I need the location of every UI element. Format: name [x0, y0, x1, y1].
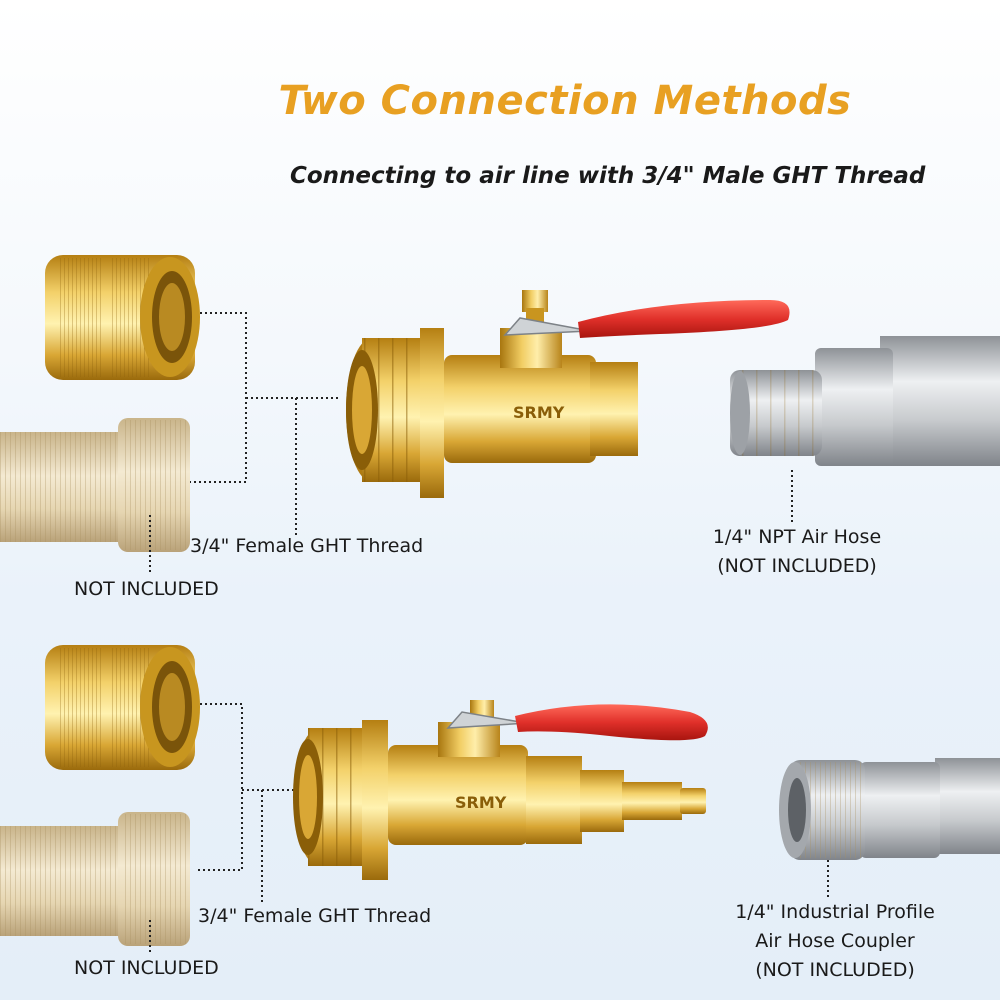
garden-hose-1	[0, 418, 190, 552]
not-included-label-2: NOT INCLUDED	[74, 957, 219, 979]
not-included-label-1: NOT INCLUDED	[74, 578, 219, 600]
ball-valve-2: SRMY	[293, 700, 708, 880]
npt-hose-label-line2: (NOT INCLUDED)	[717, 555, 877, 577]
valve-marking-1: SRMY	[513, 403, 565, 422]
npt-hose-label-line1: 1/4" NPT Air Hose	[712, 526, 882, 548]
female-thread-label-2: 3/4" Female GHT Thread	[198, 905, 432, 927]
page-title: Two Connection Methods	[278, 78, 852, 124]
coupler-label: 1/4" Industrial Profile Air Hose Coupler…	[730, 898, 940, 985]
coupler-label-line1: 1/4" Industrial Profile	[735, 901, 935, 923]
npt-air-hose	[730, 336, 1000, 466]
female-swivel-2	[45, 645, 200, 770]
garden-hose-2	[0, 812, 190, 946]
coupler-label-line3: (NOT INCLUDED)	[755, 959, 915, 981]
female-swivel-1	[45, 255, 200, 380]
industrial-coupler	[779, 758, 1000, 860]
npt-hose-label: 1/4" NPT Air Hose (NOT INCLUDED)	[700, 523, 894, 581]
coupler-label-line2: Air Hose Coupler	[755, 930, 915, 952]
valve-marking-2: SRMY	[455, 793, 507, 812]
ball-valve-1: SRMY	[346, 290, 790, 498]
page-subtitle: Connecting to air line with 3/4" Male GH…	[290, 163, 926, 189]
female-thread-label-1: 3/4" Female GHT Thread	[190, 535, 424, 557]
connector-lines-2	[149, 703, 829, 955]
connector-lines-1	[149, 312, 793, 575]
